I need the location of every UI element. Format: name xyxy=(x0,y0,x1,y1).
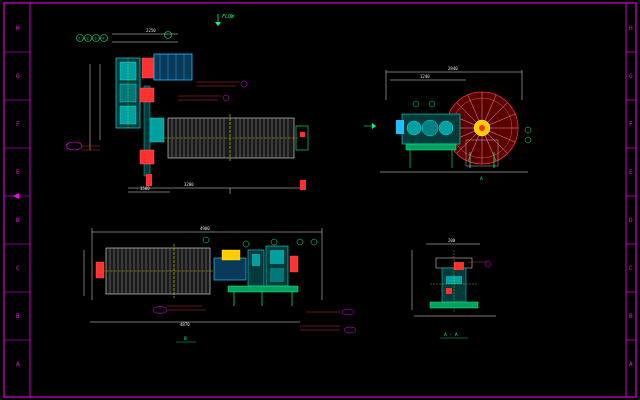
side-annotations: A xyxy=(364,100,532,182)
flow-arrow-icon xyxy=(215,22,221,26)
frame-letter-right: E xyxy=(629,169,633,176)
side-view[interactable]: 2840 1240 xyxy=(364,66,532,182)
frame-letter-right: B xyxy=(629,313,633,320)
callout-label: 1 xyxy=(79,37,81,41)
elevation-view[interactable]: 4900 4870 xyxy=(83,226,357,343)
motor[interactable] xyxy=(141,53,193,81)
gearbox[interactable] xyxy=(115,57,141,129)
side-gearbox[interactable] xyxy=(396,113,461,168)
plan-dim-bottom-a: 1500 xyxy=(140,186,150,191)
section-body[interactable] xyxy=(429,250,479,312)
flow-indicator: FLOW xyxy=(215,14,235,26)
section-arrow-icon xyxy=(372,123,376,129)
frame-letter-left: E xyxy=(16,169,20,176)
frame-letter-right: F xyxy=(629,121,633,128)
elevation-drum[interactable] xyxy=(95,244,214,298)
frame-letter-left: A xyxy=(16,361,20,368)
callout-label: 4 xyxy=(103,37,105,41)
drum-wheel[interactable] xyxy=(445,91,519,168)
frame-letter-right: A xyxy=(629,361,633,368)
frame-letter-left: D xyxy=(16,217,20,224)
frame-letter-left: H xyxy=(16,25,20,32)
section-dim-top: 200 xyxy=(448,238,456,243)
drawing-frame: H G F E D C B A H G F E D C B A xyxy=(3,2,637,398)
elev-dim-overall: 4900 xyxy=(200,226,210,231)
frame-letter-left: F xyxy=(16,121,20,128)
flow-label: FLOW xyxy=(222,14,235,20)
frame-letter-right: C xyxy=(629,265,633,272)
section-annotations: A - A xyxy=(440,260,492,339)
section-view-label: A - A xyxy=(444,332,458,338)
side-view-label: A xyxy=(480,176,483,182)
side-dim-inner: 1240 xyxy=(420,74,430,79)
frame-letter-left: C xyxy=(16,265,20,272)
section-view[interactable]: 200 A - A xyxy=(411,238,496,339)
frame-letter-right: G xyxy=(629,73,633,80)
plan-dim-bottom-b: 3200 xyxy=(184,182,194,187)
callout-label: 2 xyxy=(87,37,89,41)
callout-label: 3 xyxy=(95,37,97,41)
plan-note-group xyxy=(65,80,248,151)
screen-drum[interactable] xyxy=(164,114,298,162)
drive-shaft xyxy=(139,85,165,177)
frame-letter-left: G xyxy=(16,73,20,80)
plan-dim-top: 2250 xyxy=(146,28,156,33)
frame-letter-left: B xyxy=(16,313,20,320)
end-support xyxy=(146,125,309,190)
plan-view[interactable]: 2250 1500 3200 1 2 3 4 xyxy=(65,28,309,194)
center-mark-icon xyxy=(13,193,19,199)
elevation-annotations: B xyxy=(152,236,357,343)
elevation-view-label: B xyxy=(184,336,187,342)
elev-dim-bottom: 4870 xyxy=(180,322,190,327)
side-dim-overall: 2840 xyxy=(448,66,458,71)
frame-letter-right: D xyxy=(629,217,633,224)
frame-letter-right: H xyxy=(629,25,633,32)
elevation-drive[interactable] xyxy=(213,245,299,306)
